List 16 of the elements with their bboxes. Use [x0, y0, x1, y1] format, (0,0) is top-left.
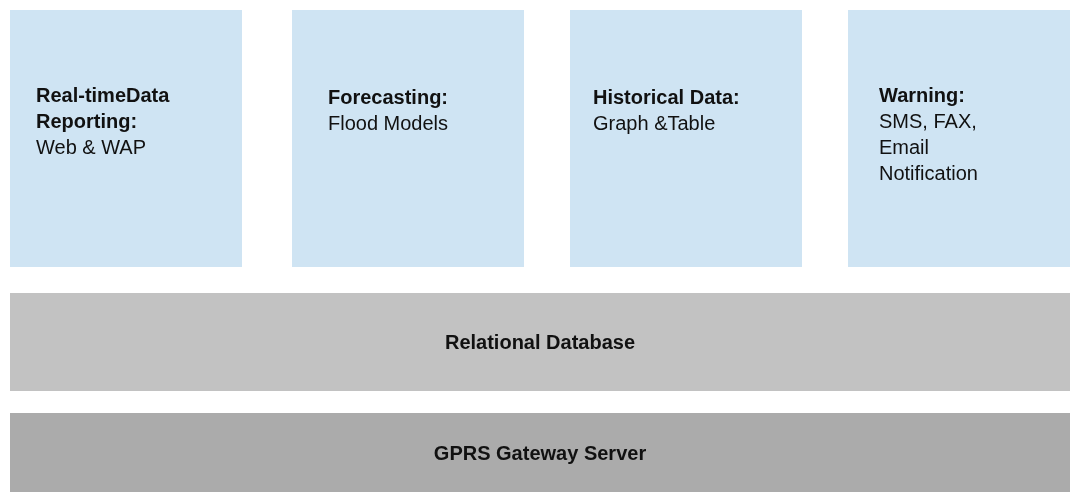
layer-band — [10, 413, 1070, 492]
feature-box — [848, 10, 1070, 267]
layer-label: Relational Database — [444, 330, 636, 355]
box-text: Graph &Table — [593, 111, 716, 136]
box-heading: Real-timeData Reporting: — [36, 83, 171, 134]
box-text: Web & WAP — [36, 135, 147, 160]
box-heading: Historical Data: — [593, 85, 740, 110]
layer-label: GPRS Gateway Server — [433, 440, 647, 466]
layer-band — [10, 293, 1070, 391]
box-heading: Warning: — [879, 83, 965, 108]
feature-box — [292, 10, 524, 267]
box-text: SMS, FAX, Email Notification — [879, 109, 978, 186]
box-heading: Forecasting: — [328, 85, 449, 110]
feature-box — [10, 10, 242, 267]
feature-box — [570, 10, 802, 267]
box-text: Flood Models — [328, 111, 449, 136]
